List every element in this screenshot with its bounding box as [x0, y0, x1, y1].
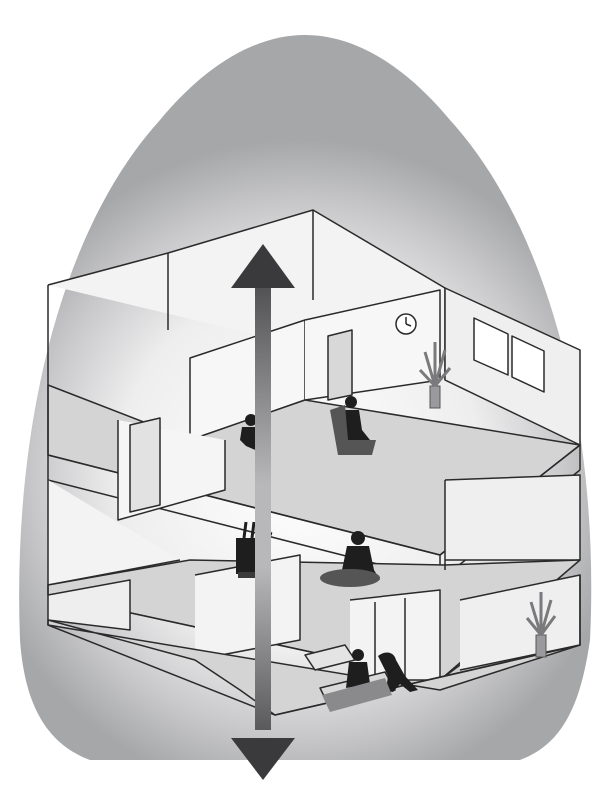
floor-cushion	[320, 569, 380, 587]
